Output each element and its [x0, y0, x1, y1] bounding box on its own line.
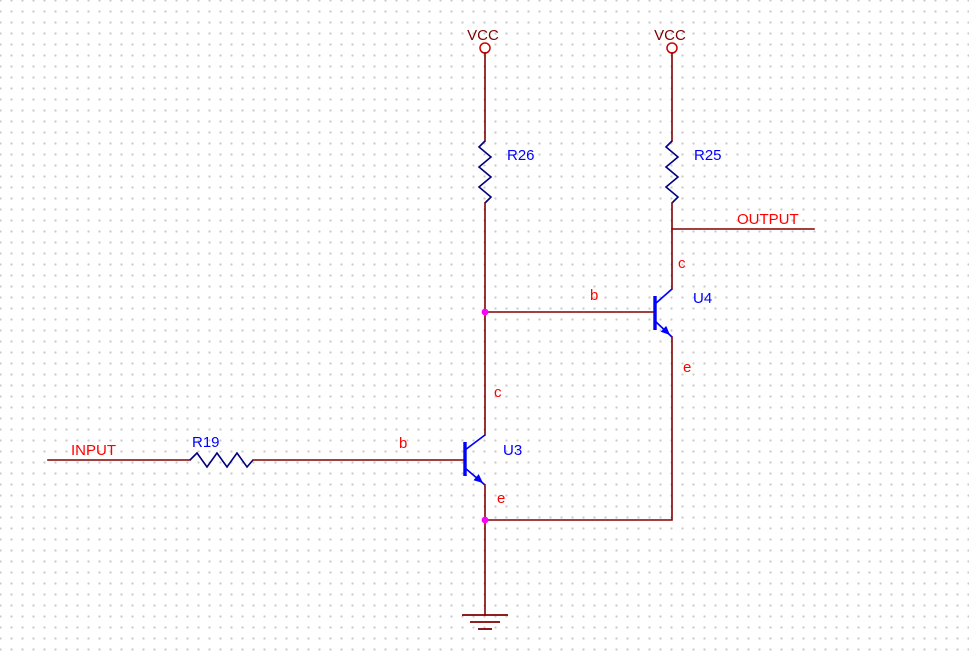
u4-base-pin-label[interactable]: b [590, 287, 598, 304]
transistor-u4-designator[interactable]: U4 [693, 290, 712, 307]
junction-dot-collector-node [481, 308, 489, 316]
power-port-vcc-right[interactable]: VCC [654, 27, 686, 54]
u3-base-pin-label[interactable]: b [399, 435, 407, 452]
resistor-r19-designator[interactable]: R19 [192, 434, 220, 451]
vcc-right-terminal-icon [666, 42, 678, 54]
ground-symbol[interactable] [462, 614, 508, 630]
u3-collector-pin-label[interactable]: c [494, 384, 502, 401]
resistor-r19-symbol[interactable] [189, 451, 254, 469]
u4-collector-pin-label[interactable]: c [678, 255, 686, 272]
power-port-vcc-left[interactable]: VCC [467, 27, 499, 54]
transistor-u3-designator[interactable]: U3 [503, 442, 522, 459]
vcc-left-terminal-icon [479, 42, 491, 54]
junction-dot-emitter-node [481, 516, 489, 524]
u3-emitter-pin-label[interactable]: e [497, 490, 505, 507]
wire-u4-emitter-to-u3-emitter[interactable] [484, 336, 673, 521]
vcc-right-label[interactable]: VCC [654, 27, 686, 44]
resistor-r26-designator[interactable]: R26 [507, 147, 535, 164]
u4-emitter-pin-label[interactable]: e [683, 359, 691, 376]
u4-emitter-arrow-icon [660, 325, 670, 335]
output-net-label[interactable]: OUTPUT [737, 211, 799, 228]
vcc-left-label[interactable]: VCC [467, 27, 499, 44]
u3-collector-lead [464, 434, 486, 451]
transistor-u3[interactable] [463, 434, 486, 486]
resistor-r25-symbol[interactable] [664, 140, 680, 204]
input-net-label[interactable]: INPUT [71, 442, 116, 459]
transistor-u4[interactable] [653, 288, 673, 338]
resistor-r25-designator[interactable]: R25 [694, 147, 722, 164]
u4-collector-lead [654, 288, 673, 305]
u3-emitter-arrow-icon [473, 474, 483, 483]
resistor-r26-symbol[interactable] [477, 140, 493, 204]
